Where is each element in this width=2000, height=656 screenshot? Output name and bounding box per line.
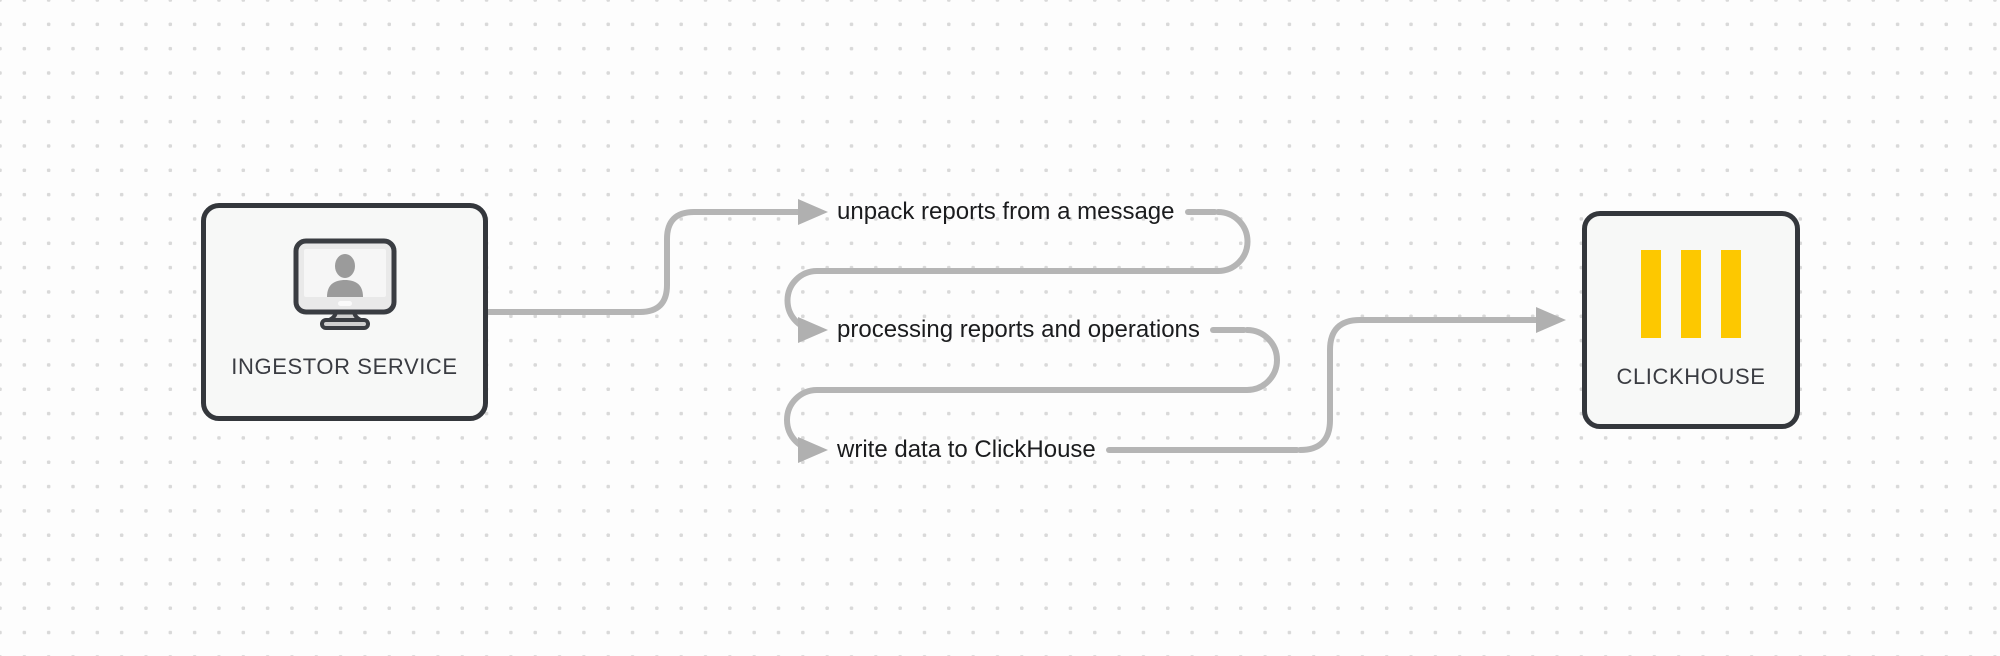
clickhouse-bars-icon <box>1641 250 1741 338</box>
step-2-label: processing reports and operations <box>837 316 1200 343</box>
clickhouse-node: CLICKHOUSE <box>1582 211 1800 429</box>
clickhouse-label: CLICKHOUSE <box>1616 364 1766 389</box>
step-3-arrowhead-icon <box>798 437 828 463</box>
clickhouse-arrowhead-icon <box>1536 307 1566 333</box>
step-1-tail-line <box>1184 209 1218 215</box>
monitor-user-icon <box>293 238 396 330</box>
step-1-arrowhead-icon <box>798 199 828 225</box>
clickhouse-bar <box>1721 250 1741 338</box>
connector-return-step2-to-step3 <box>784 327 1280 453</box>
step-3-tail-line <box>1105 447 1300 453</box>
clickhouse-bar <box>1681 250 1701 338</box>
step-1-label: unpack reports from a message <box>837 198 1175 225</box>
step-2-row: processing reports and operations <box>798 310 1247 350</box>
ingestor-service-label: INGESTOR SERVICE <box>231 354 458 379</box>
connector-ingestor-to-step1 <box>485 209 805 315</box>
step-3-row: write data to ClickHouse <box>798 430 1300 470</box>
step-3-label: write data to ClickHouse <box>837 436 1096 463</box>
step-2-tail-line <box>1209 327 1247 333</box>
step-1-row: unpack reports from a message <box>798 192 1218 232</box>
step-2-arrowhead-icon <box>798 317 828 343</box>
clickhouse-bar <box>1641 250 1661 338</box>
ingestor-service-node: INGESTOR SERVICE <box>201 203 488 421</box>
connector-step3-to-clickhouse <box>1297 317 1543 453</box>
connector-return-step1-to-step2 <box>784 209 1251 333</box>
